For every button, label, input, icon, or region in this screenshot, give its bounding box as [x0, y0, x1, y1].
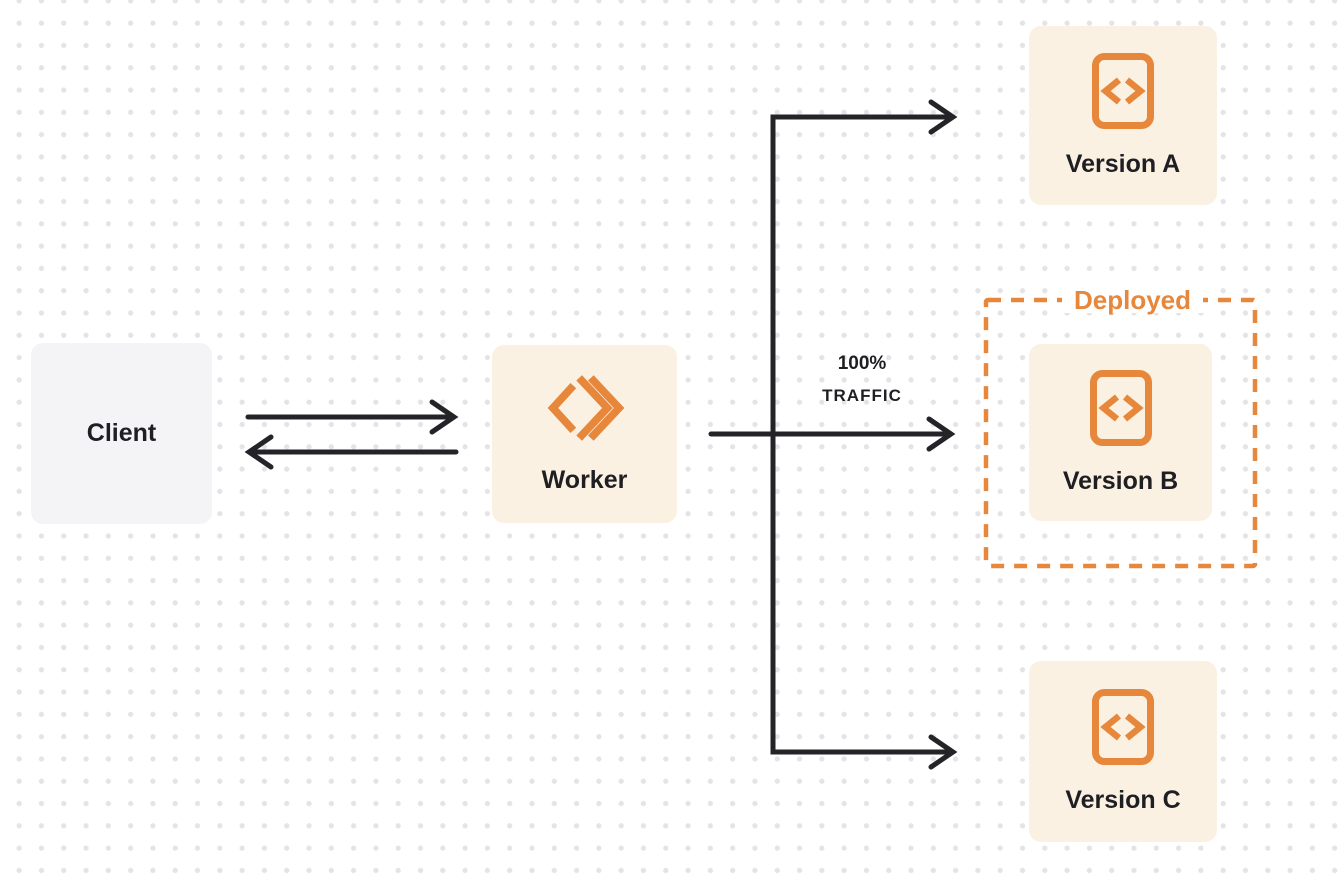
node-version-b-label: Version B [1062, 466, 1179, 495]
node-version-c-label: Version C [1065, 785, 1181, 814]
arrowhead-client-to-worker [429, 399, 459, 435]
arrowhead-worker-to-version-b [926, 416, 956, 452]
traffic-label-word: TRAFFIC [822, 386, 902, 405]
deployed-group-border [983, 297, 1258, 569]
node-version-a-label: Version A [1065, 149, 1181, 178]
code-file-icon [1092, 688, 1154, 765]
arrowhead-worker-to-client [244, 434, 274, 470]
node-worker: Worker [492, 345, 677, 523]
arrowhead-to-version-c [928, 734, 958, 770]
edge-branch-trunk [770, 114, 949, 755]
cloudflare-workers-icon [547, 375, 624, 442]
node-worker-label: Worker [541, 466, 628, 495]
code-file-icon [1092, 52, 1154, 129]
node-version-a: Version A [1029, 26, 1217, 205]
code-file-icon [1089, 369, 1152, 446]
arrowhead-to-version-a [928, 99, 958, 135]
node-version-c: Version C [1029, 661, 1217, 842]
node-client-label: Client [86, 418, 157, 447]
edge-traffic-label: 100% TRAFFIC [792, 350, 932, 414]
traffic-label-percent: 100% [837, 353, 887, 374]
node-client: Client [31, 343, 212, 524]
node-version-b: Version B [1029, 344, 1212, 521]
